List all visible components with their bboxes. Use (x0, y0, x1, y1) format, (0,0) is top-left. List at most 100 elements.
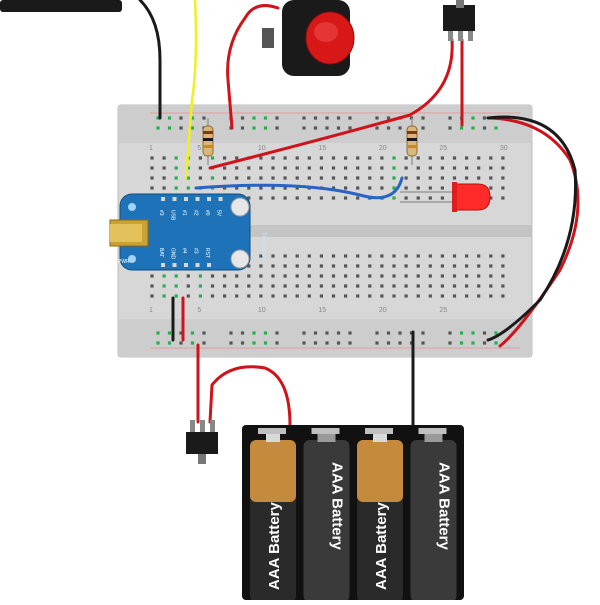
breadboard-hole (307, 284, 311, 288)
wire-red-switch (208, 38, 454, 170)
breadboard-hole (368, 166, 372, 170)
breadboard-hole (380, 176, 384, 180)
rail-hole (348, 331, 352, 335)
breadboard-hole (404, 294, 408, 298)
breadboard-hole (186, 186, 190, 190)
rail-hole (482, 331, 487, 335)
breadboard-hole (452, 284, 457, 288)
breadboard-hole (331, 196, 336, 200)
breadboard-hole (331, 166, 336, 170)
breadboard-hole (489, 284, 493, 288)
breadboard-hole (489, 186, 493, 190)
breadboard-hole (380, 254, 384, 258)
breadboard-hole (307, 274, 311, 278)
breadboard-hole (501, 166, 505, 170)
breadboard-hole (477, 156, 481, 160)
mount-hole (230, 249, 250, 269)
rail-hole (179, 331, 183, 335)
rail-hole (190, 126, 195, 130)
breadboard-hole (162, 186, 166, 190)
breadboard-hole (465, 176, 469, 180)
breadboard-hole (295, 196, 299, 200)
breadboard-hole (344, 264, 348, 268)
rail-hole (156, 331, 160, 335)
breadboard-hole (259, 186, 263, 190)
wire-red-button (226, 4, 280, 130)
battery-label: AAA Battery (266, 502, 283, 590)
breadboard-hole (501, 156, 505, 160)
breadboard-hole (259, 264, 263, 268)
rail-hole (375, 116, 379, 120)
rail-hole (263, 331, 268, 335)
battery-cap (250, 440, 296, 502)
rail-hole (471, 126, 475, 130)
board-pin (184, 263, 188, 267)
rail-hole (202, 341, 206, 345)
breadboard-hole (404, 156, 408, 160)
board-pin (184, 197, 188, 201)
wire-yellow (184, 0, 198, 180)
breadboard-hole (368, 156, 372, 160)
breadboard-hole (489, 176, 493, 180)
breadboard-hole (162, 294, 166, 298)
breadboard-hole (477, 284, 481, 288)
breadboard-hole (150, 166, 154, 170)
rail-hole (471, 341, 475, 345)
breadboard-hole (392, 274, 396, 278)
breadboard-hole (404, 176, 408, 180)
column-number: 10 (258, 307, 266, 314)
breadboard-hole (501, 176, 505, 180)
breadboard-hole (452, 294, 457, 298)
rail-hole (263, 126, 268, 130)
breadboard-hole (501, 264, 505, 268)
breadboard-hole (295, 284, 299, 288)
battery-terminal (373, 434, 387, 442)
breadboard-hole (440, 156, 444, 160)
pin-label: BAT (158, 248, 164, 257)
breadboard-hole (416, 254, 420, 258)
breadboard-hole (477, 274, 481, 278)
board-pin (172, 197, 177, 201)
rail-hole (471, 116, 475, 120)
board-pin (161, 263, 165, 267)
breadboard-hole (489, 264, 493, 268)
rail-hole (156, 126, 160, 130)
battery-terminal (266, 434, 280, 442)
rail-hole (448, 331, 452, 335)
breadboard-hole (271, 186, 275, 190)
breadboard-hole (295, 274, 299, 278)
breadboard-hole (368, 254, 372, 258)
breadboard-hole (416, 294, 420, 298)
breadboard-hole (440, 254, 444, 258)
breadboard-hole (307, 156, 311, 160)
rail-hole (459, 331, 464, 335)
rail-hole (263, 116, 268, 120)
breadboard-hole (271, 264, 275, 268)
breadboard-hole (223, 156, 227, 160)
breadboard-hole (295, 166, 299, 170)
rail-hole (398, 126, 402, 130)
breadboard-hole (295, 176, 299, 180)
rail-hole (302, 126, 306, 130)
battery-label: AAA Battery (436, 462, 453, 550)
breadboard-hole (416, 284, 420, 288)
rail-hole (240, 341, 245, 345)
breadboard-hole (283, 166, 287, 170)
breadboard-hole (380, 274, 384, 278)
column-number: 1 (149, 145, 153, 152)
column-number: 5 (197, 145, 201, 152)
rail-hole (386, 126, 391, 130)
rail-hole (190, 116, 195, 120)
rail-hole (375, 331, 379, 335)
pwr-label: PWR (118, 259, 130, 265)
breadboard-hole (271, 166, 275, 170)
breadboard-hole (428, 166, 432, 170)
breadboard-hole (392, 254, 396, 258)
breadboard-hole (440, 166, 444, 170)
breadboard-hole (235, 284, 239, 288)
rail-hole (348, 341, 352, 345)
breadboard-hole (271, 284, 275, 288)
breadboard-hole (162, 156, 166, 160)
rail-hole (302, 116, 306, 120)
